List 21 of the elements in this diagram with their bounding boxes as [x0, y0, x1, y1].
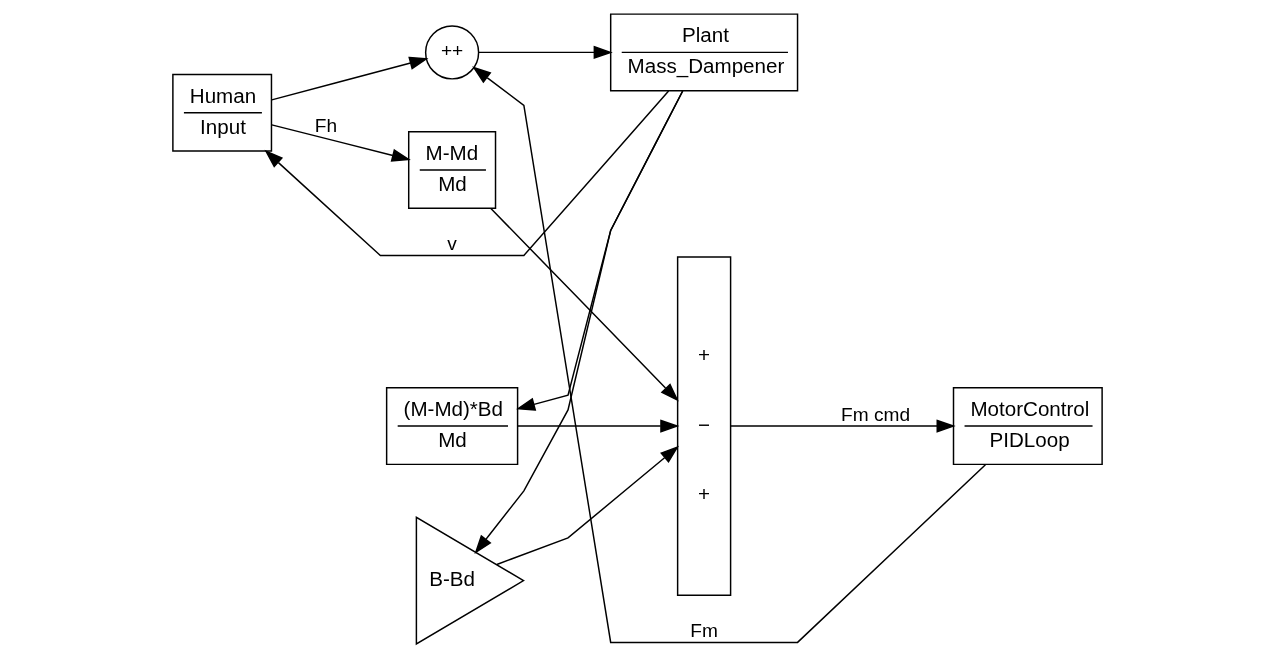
arrow — [270, 124, 411, 162]
node-box: M-Md Md — [407, 131, 496, 210]
edge-label: Fh — [314, 115, 337, 137]
arrow — [516, 419, 679, 433]
node-box: Plant Mass_Dampener — [609, 13, 798, 92]
edge-label: v — [446, 233, 457, 255]
edge-label: Fm cmd — [840, 403, 910, 425]
arrow — [489, 207, 679, 402]
node-circle: ++ — [424, 25, 479, 80]
arrow — [263, 90, 669, 257]
arrow — [729, 419, 956, 433]
arrow — [270, 56, 428, 101]
node-box: MotorControl PIDLoop — [952, 387, 1103, 466]
node-box: (M-Md)*Bd Md — [385, 387, 518, 466]
arrow — [477, 45, 613, 60]
edge-label: Fm — [689, 620, 718, 642]
arrow — [473, 90, 683, 554]
arrow — [471, 66, 986, 644]
node-box: Human Input — [171, 73, 272, 152]
arrow — [495, 445, 679, 566]
node-box: + − + — [676, 256, 731, 597]
